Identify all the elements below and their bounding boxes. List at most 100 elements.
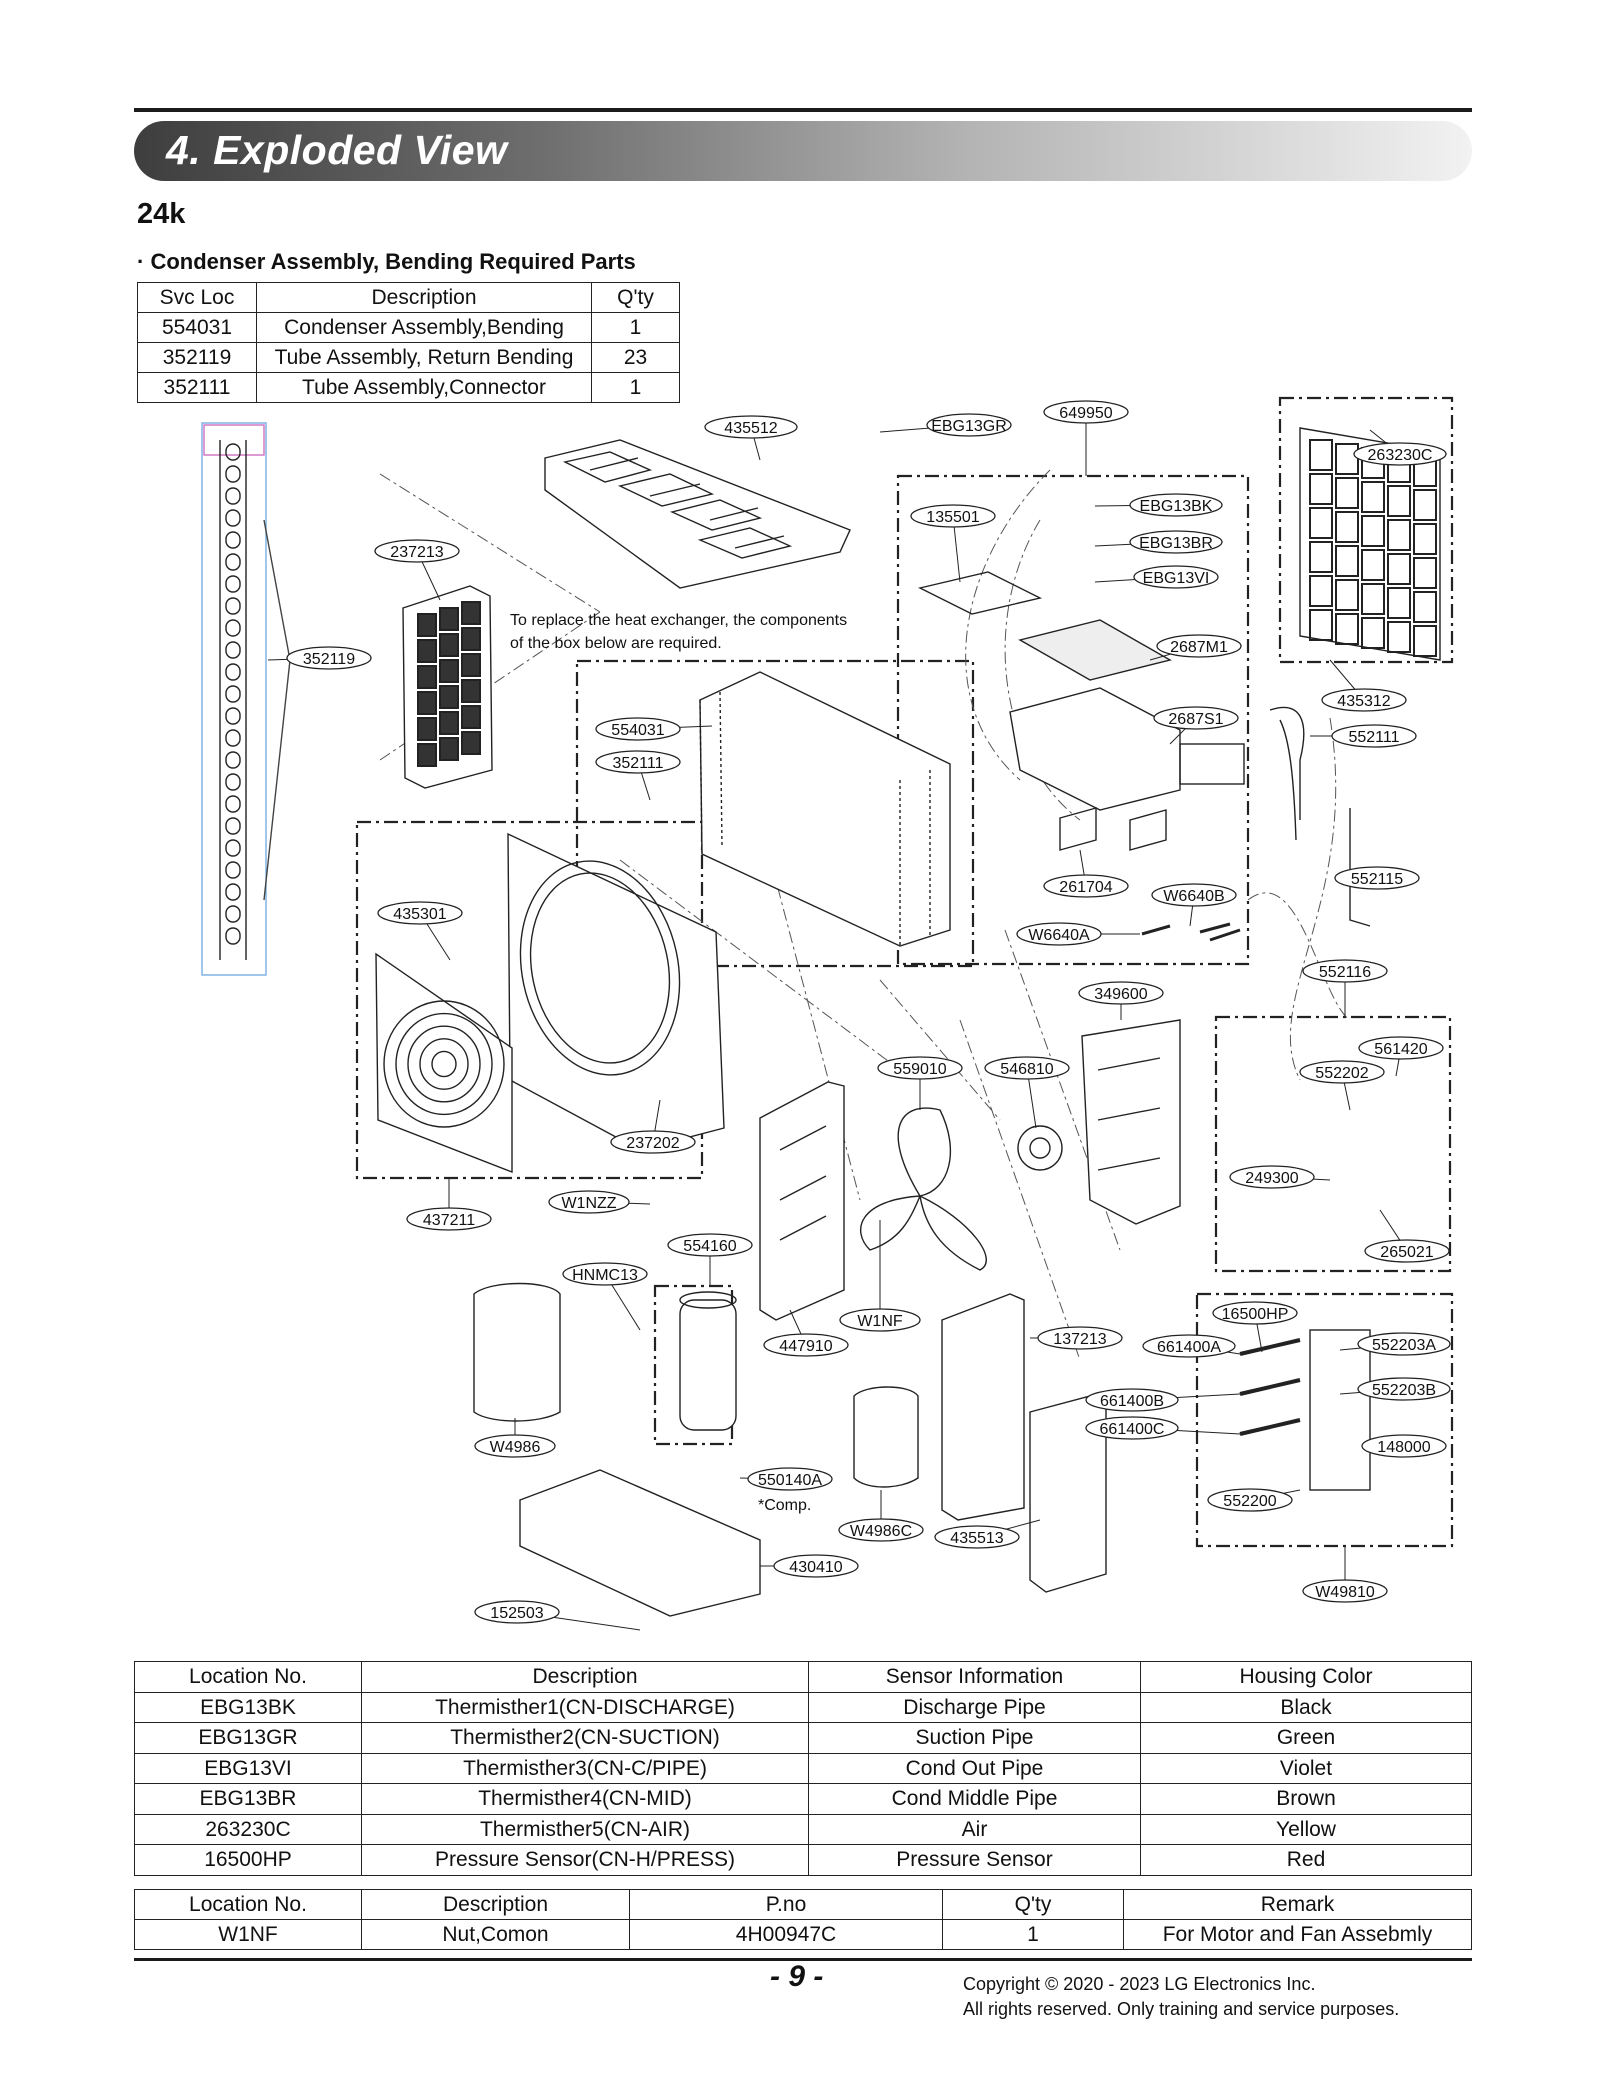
tube-bend xyxy=(225,443,241,461)
callout-label: 148000 xyxy=(1377,1439,1430,1456)
grille-cell xyxy=(1387,553,1411,585)
guard-ring xyxy=(395,1012,493,1116)
part-callout: 249300 xyxy=(1229,1165,1331,1189)
grille-cell xyxy=(1361,549,1385,581)
grille-cell xyxy=(439,711,459,735)
callout-label: 552200 xyxy=(1223,1493,1276,1510)
tube-bend xyxy=(225,883,241,901)
table-cell: EBG13BK xyxy=(134,1691,362,1723)
part-callout: W4986C xyxy=(838,1490,924,1542)
grille-cell xyxy=(439,633,459,657)
grille-cell xyxy=(1387,621,1411,653)
section-banner: 4. Exploded View xyxy=(134,121,1472,181)
callout-label: 437211 xyxy=(423,1212,475,1229)
callout-label: 249300 xyxy=(1245,1170,1298,1187)
callout-label: 552111 xyxy=(1348,729,1399,746)
grille-cell xyxy=(1309,575,1333,607)
grille-cell xyxy=(1335,579,1359,611)
table-row: 352111 Tube Assembly,Connector 1 xyxy=(137,372,680,403)
heat-exchanger-group xyxy=(575,659,975,968)
table-cell: 352119 xyxy=(137,342,257,373)
callout-label: 237213 xyxy=(390,544,443,561)
table-row: EBG13BK Thermisther1(CN-DISCHARGE) Disch… xyxy=(134,1691,1472,1723)
callout-label: 447910 xyxy=(779,1338,832,1355)
replacement-note-line1: To replace the heat exchanger, the compo… xyxy=(510,612,847,629)
section-title: 4. Exploded View xyxy=(166,127,508,173)
table-cell: Tube Assembly,Connector xyxy=(256,372,592,403)
copyright-line2: All rights reserved. Only training and s… xyxy=(963,1999,1400,2019)
table-cell: Pressure Sensor xyxy=(808,1844,1141,1876)
table-cell: Yellow xyxy=(1140,1813,1472,1845)
compressor-note: *Comp. xyxy=(758,1497,811,1514)
table-header-cell: Description xyxy=(256,282,592,313)
part-callout: 661400C xyxy=(1085,1416,1241,1440)
table-cell: Black xyxy=(1140,1691,1472,1723)
tube-bend xyxy=(225,927,241,945)
base-pan xyxy=(519,1469,761,1617)
part-callout: 552116 xyxy=(1302,959,1388,1017)
callout-label: 152503 xyxy=(490,1605,543,1622)
dashed-groups xyxy=(355,396,1454,1548)
part-callout: 561420 xyxy=(1358,1036,1444,1077)
callout-label: W4986C xyxy=(850,1523,912,1540)
grille-cell xyxy=(1309,541,1333,573)
valve-group xyxy=(1214,1015,1452,1273)
motor-bracket xyxy=(759,1081,845,1321)
table-row: 16500HP Pressure Sensor(CN-H/PRESS) Pres… xyxy=(134,1844,1472,1876)
tube-bend xyxy=(225,597,241,615)
table-cell: EBG13GR xyxy=(134,1722,362,1754)
table-row: EBG13VI Thermisther3(CN-C/PIPE) Cond Out… xyxy=(134,1752,1472,1784)
part-callout: 148000 xyxy=(1361,1434,1447,1458)
grille-group xyxy=(1278,396,1454,664)
table-cell: Thermisther2(CN-SUCTION) xyxy=(361,1722,809,1754)
part-callout: EBG13GR xyxy=(879,413,1012,437)
page-number: - 9 - xyxy=(770,1960,824,1993)
part-callout: W1NZZ xyxy=(548,1190,651,1214)
condenser-table-title: · Condenser Assembly, Bending Required P… xyxy=(137,249,636,274)
callout-label: 135501 xyxy=(926,509,979,526)
grille-cell xyxy=(461,653,481,677)
part-callout: 152503 xyxy=(474,1600,641,1631)
grille-cell xyxy=(417,613,437,637)
part-callout: 135501 xyxy=(910,504,996,583)
tube-bend xyxy=(225,905,241,923)
table-header-cell: Description xyxy=(361,1661,809,1693)
table-cell: 1 xyxy=(591,312,680,343)
tube-bend xyxy=(225,751,241,769)
part-callout: EBG13BK xyxy=(1094,493,1223,517)
part-callout: W6640A xyxy=(1016,922,1140,946)
table-cell: Air xyxy=(808,1813,1141,1845)
partition-panel xyxy=(1081,1019,1181,1225)
tube-bend xyxy=(225,465,241,483)
grille-cell xyxy=(461,627,481,651)
guard-ring xyxy=(383,1000,505,1128)
grille-cell xyxy=(1413,523,1437,555)
nut-table: Location No. Description P.no Q'ty Remar… xyxy=(134,1889,1472,1950)
callout-label: 263230C xyxy=(1368,447,1433,464)
grille-cell xyxy=(1335,477,1359,509)
front-panel xyxy=(507,832,725,1151)
callout-label: W6640B xyxy=(1163,888,1224,905)
grille-cell xyxy=(417,743,437,767)
grille-cell xyxy=(1309,439,1333,471)
valve-assembly xyxy=(1239,1329,1371,1491)
grille-cell xyxy=(461,679,481,703)
table-header-cell: Description xyxy=(361,1889,630,1920)
part-callout: 437211 xyxy=(406,1178,492,1231)
condenser-parts-table: Svc Loc Description Q'ty 554031 Condense… xyxy=(137,282,680,403)
tube-bend xyxy=(225,861,241,879)
table-cell: Tube Assembly, Return Bending xyxy=(256,342,592,373)
callout-label: 2687M1 xyxy=(1170,639,1228,656)
grille-cell xyxy=(1387,587,1411,619)
part-callout: 237213 xyxy=(374,539,460,601)
grille-cell xyxy=(1413,591,1437,623)
callout-label: 16500HP xyxy=(1222,1306,1289,1323)
copyright: Copyright © 2020 - 2023 LG Electronics I… xyxy=(963,1972,1399,2022)
table-cell: Brown xyxy=(1140,1783,1472,1815)
tube-bend xyxy=(225,773,241,791)
callout-label: W1NF xyxy=(857,1313,903,1330)
part-callout: 552203A xyxy=(1339,1332,1451,1356)
table-cell: 263230C xyxy=(134,1813,362,1845)
